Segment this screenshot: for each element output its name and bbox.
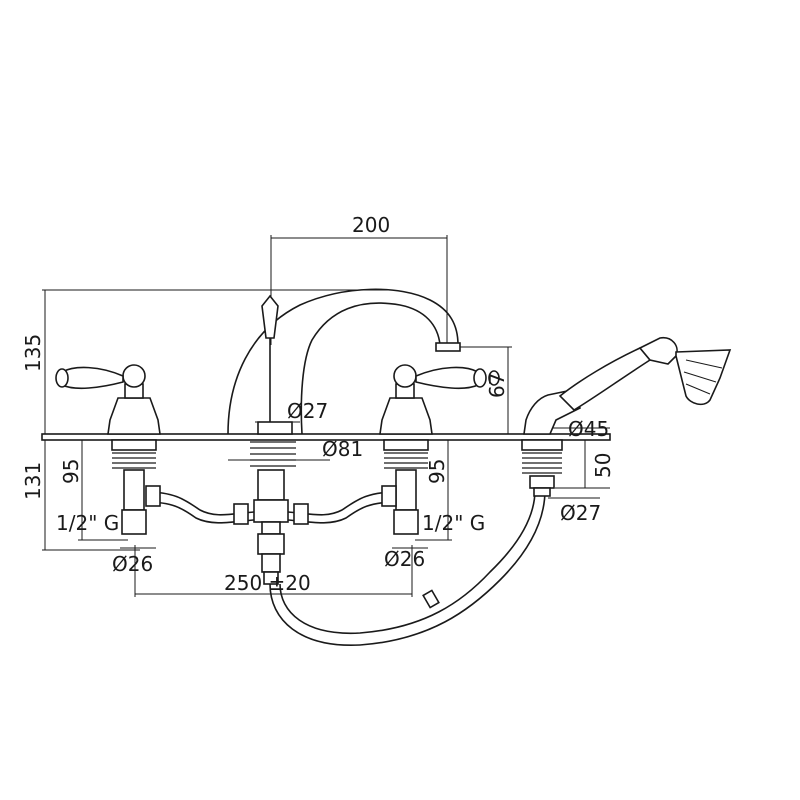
spout-base-diameter-label: Ø81 [322,437,363,461]
diverter-body-label: 50 [591,453,615,478]
deck-plate [41,433,611,441]
centre-body [250,441,296,585]
right-shank-diameter-label: Ø26 [384,547,425,571]
left-thread-label: 1/2" G [56,511,119,535]
overall-height-label: 135 [21,334,45,372]
spout [227,288,461,435]
shower-hose [269,489,546,646]
hose-shank-diameter-label: Ø27 [560,501,601,525]
connecting-pipes [145,485,397,525]
valve-body-right-label: 95 [425,459,449,484]
right-thread-label: 1/2" G [422,511,485,535]
spout-height-label: 67 [485,373,509,398]
popup-rod [261,294,279,422]
spout-reach-label: 200 [352,213,390,237]
right-valve [379,364,500,535]
spout-diameter-label: Ø27 [287,399,328,423]
tap-centres-label: 250 ±20 [224,571,311,595]
dimension-lines [42,235,610,597]
dimension-labels: 200 135 131 67 95 95 50 Ø27 Ø81 Ø45 Ø27 … [21,213,615,595]
left-shank-diameter-label: Ø26 [112,552,153,576]
valve-body-left-label: 95 [59,459,83,484]
left-valve [55,364,161,535]
hand-shower [521,336,732,497]
hose-outlet-diameter-label: Ø45 [568,417,609,441]
below-deck-height-label: 131 [21,462,45,500]
